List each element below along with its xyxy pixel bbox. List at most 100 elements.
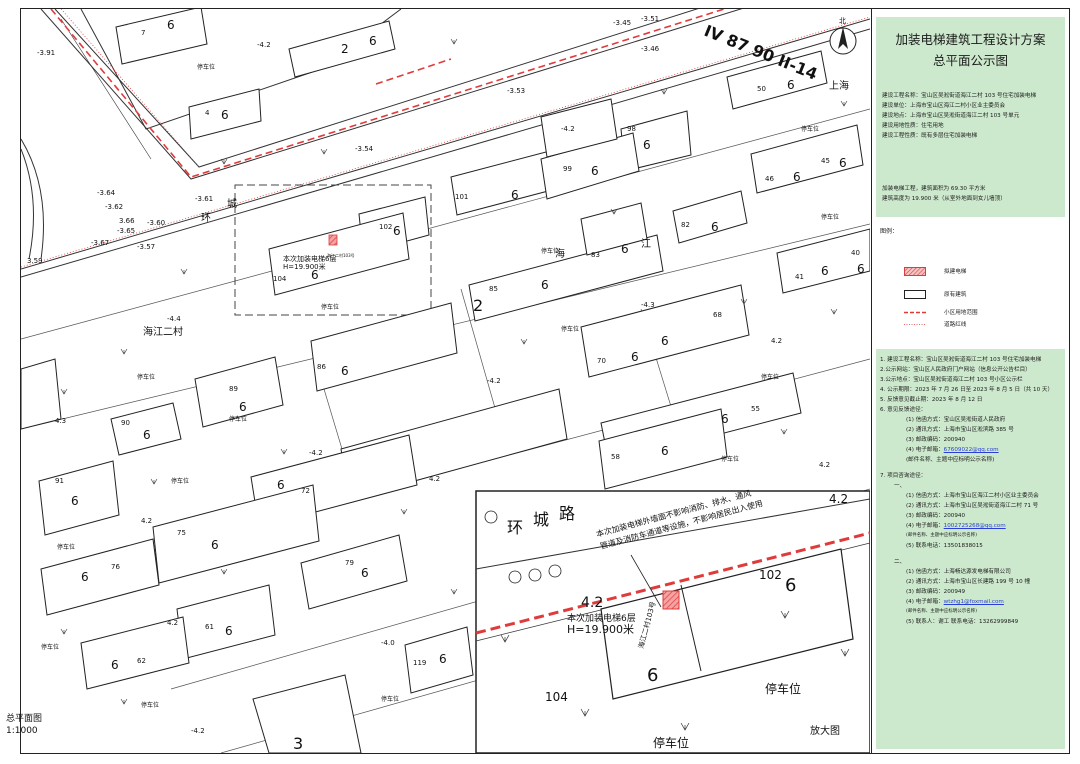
legend-item-elevator: 拟建电梯	[904, 265, 1054, 279]
svg-text:停车位: 停车位	[197, 63, 215, 71]
feedback-line: (3) 邮政编码：200940	[906, 437, 966, 443]
big-label-3: 3	[293, 734, 303, 753]
svg-text:6: 6	[787, 78, 795, 92]
svg-text:2: 2	[341, 42, 349, 56]
svg-text:7: 7	[141, 29, 145, 37]
svg-text:4.2: 4.2	[429, 475, 440, 483]
svg-text:119: 119	[413, 659, 426, 667]
project-info-line: 建设单位：上海市宝山区海江二村小区业主委员会	[882, 103, 1006, 109]
road-char-2: 城	[227, 198, 237, 210]
svg-text:104: 104	[273, 275, 287, 283]
svg-text:75: 75	[177, 529, 186, 537]
consult-title: 7. 项目咨询途径：	[880, 473, 927, 479]
svg-text:停车位: 停车位	[821, 213, 839, 221]
consult-line: (3) 邮政编码：200949	[906, 589, 966, 595]
svg-text:停车位: 停车位	[321, 303, 339, 311]
svg-text:45: 45	[821, 157, 830, 165]
zoom-annotation-floors: 本次加装电梯6层	[567, 612, 636, 624]
zoom-road-char-1: 环	[507, 518, 523, 537]
svg-text:6: 6	[311, 268, 319, 282]
feedback-email-link[interactable]: 67609022@qq.com	[943, 447, 999, 453]
info-panel: 加装电梯建筑工程设计方案 总平面公示图 建设工程名称：宝山区吴淞街道海江二村 1…	[871, 9, 1069, 753]
notice-line: 5. 反馈意见截止期：2023 年 8 月 12 日	[880, 397, 983, 403]
enlarged-area-box	[234, 184, 432, 316]
svg-text:85: 85	[489, 285, 498, 293]
zoom-parking-2: 停车位	[653, 735, 689, 750]
svg-text:6: 6	[711, 220, 719, 234]
svg-text:6: 6	[393, 224, 401, 238]
consult-line: (2) 通讯方式：上海市宝山区长建路 199 号 10 幢	[906, 579, 1031, 585]
svg-text:-3.53: -3.53	[507, 87, 525, 95]
legend-label: 拟建电梯	[944, 269, 967, 275]
svg-text:停车位: 停车位	[761, 373, 779, 381]
svg-text:6: 6	[341, 364, 349, 378]
svg-text:91: 91	[55, 477, 64, 485]
consult-one-email-link[interactable]: 1002725268@qq.com	[943, 523, 1006, 529]
notice-line: 6. 意见反馈途径：	[880, 407, 927, 413]
notice-line: 1. 建设工程名称：宝山区吴淞街道海江二村 103 号住宅加装电梯	[880, 357, 1042, 363]
consult-phone: (5) 联系电话：13501838015	[906, 543, 983, 549]
svg-text:70: 70	[597, 357, 606, 365]
scale-line: 建筑高度为 19.900 米（从室外地面到女儿墙顶）	[882, 196, 1006, 202]
zoom-inset	[475, 490, 870, 753]
project-info-list: 建设工程名称：宝山区吴淞街道海江二村 103 号住宅加装电梯 建设单位：上海市宝…	[882, 91, 1036, 141]
legend-label: 原有建筑	[944, 292, 967, 298]
svg-text:62: 62	[137, 657, 146, 665]
svg-text:6: 6	[439, 652, 447, 666]
svg-text:76: 76	[111, 563, 120, 571]
map-caption: 总平面图 1:1000	[6, 713, 42, 737]
consult-line: (3) 邮政编码：200940	[906, 513, 966, 519]
zoom-parking-1: 停车位	[765, 681, 801, 696]
hatched-swatch-icon	[904, 267, 926, 276]
zoom-road-char-2: 城	[533, 510, 549, 529]
svg-text:4.2: 4.2	[141, 517, 152, 525]
svg-text:-4.3: -4.3	[641, 301, 655, 309]
svg-text:-4.2: -4.2	[191, 727, 205, 735]
svg-text:停车位: 停车位	[41, 643, 59, 651]
svg-text:46: 46	[765, 175, 774, 183]
big-label-2: 2	[473, 296, 483, 315]
feedback-line: (2) 通讯方式：上海市宝山区淞滨路 385 号	[906, 427, 1014, 433]
proposed-elevator-marker	[328, 234, 338, 246]
consult-email-row: (4) 电子邮箱：1002725268@qq.com	[880, 521, 1053, 531]
notice-line: 3.公示地点：宝山区吴淞街道海江二村 103 号小区公示栏	[880, 377, 1023, 383]
svg-text:停车位: 停车位	[137, 373, 155, 381]
svg-text:-4.4: -4.4	[167, 315, 181, 323]
sea-char-2: 江	[641, 238, 651, 250]
svg-text:-3.46: -3.46	[641, 45, 660, 53]
panel-subtitle: 总平面公示图	[932, 53, 1008, 68]
svg-text:98: 98	[627, 125, 636, 133]
svg-text:6: 6	[211, 538, 219, 552]
legend-item-redline: 道路红线	[904, 318, 1054, 332]
svg-text:50: 50	[757, 85, 766, 93]
legend: 图例： 拟建电梯 原有建筑 小区用地范围 道路红线	[876, 223, 1066, 339]
svg-text:-3.65: -3.65	[117, 227, 135, 235]
svg-text:停车位: 停车位	[141, 701, 159, 709]
zoom-elevation: 4.2	[581, 595, 603, 611]
svg-text:停车位: 停车位	[721, 455, 739, 463]
project-info-line: 建设用地性质：住宅用地	[882, 123, 944, 129]
feedback-note: (邮件名称、主题中应标明公示名称)	[906, 457, 995, 463]
consult-two-email-link[interactable]: wtzhg1@foxmail.com	[943, 599, 1004, 605]
north-arrow	[829, 27, 857, 55]
community-label: 海江二村	[143, 325, 183, 338]
notice-line: 4. 公示期限：2023 年 7 月 26 日至 2023 年 8 月 5 日（…	[880, 387, 1054, 393]
project-info-line: 建设地点：上海市宝山区吴淞街道海江二村 103 号单元	[882, 113, 1020, 119]
svg-text:3.59: 3.59	[27, 257, 43, 265]
svg-text:-3.51: -3.51	[641, 15, 659, 23]
box-swatch-icon	[904, 290, 926, 299]
consult-note: (邮件名称、主题中应标明公示名称)	[906, 609, 978, 614]
north-label: 北	[839, 17, 846, 25]
svg-text:4.2: 4.2	[819, 461, 830, 469]
svg-text:4.2: 4.2	[167, 619, 178, 627]
svg-text:6: 6	[621, 242, 629, 256]
svg-text:3.66: 3.66	[119, 217, 135, 225]
sheet-frame	[20, 8, 1070, 754]
legend-item-boundary: 小区用地范围	[904, 306, 1054, 320]
svg-text:-3.67: -3.67	[91, 239, 109, 247]
svg-text:停车位: 停车位	[171, 477, 189, 485]
svg-text:-3.54: -3.54	[355, 145, 374, 153]
svg-text:89: 89	[229, 385, 238, 393]
svg-text:6: 6	[167, 18, 175, 32]
